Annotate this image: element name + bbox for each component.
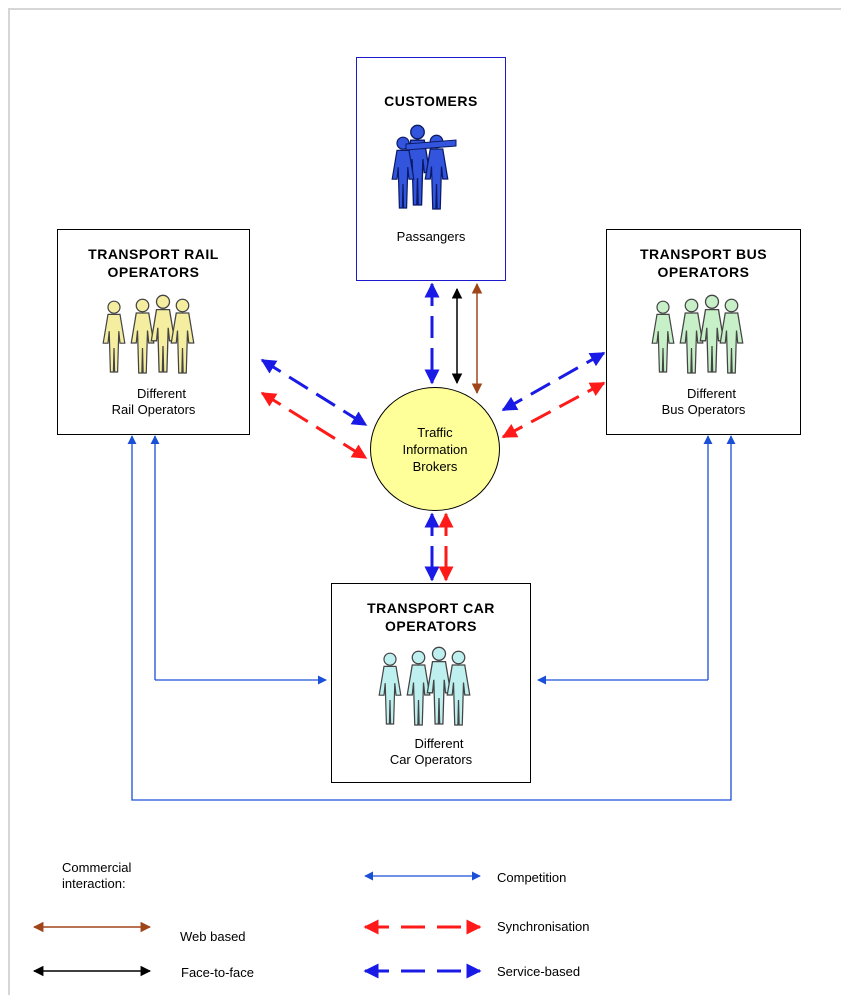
hub-line1: Traffic bbox=[417, 424, 453, 440]
sync-hub-bus bbox=[501, 381, 606, 439]
car-sub-line2: Car Operators bbox=[389, 752, 473, 767]
bus-sub-line1: Different bbox=[687, 386, 736, 401]
bus-title-line1: TRANSPORT BUS bbox=[639, 246, 768, 262]
legend-web-based-label: Web based bbox=[180, 929, 246, 944]
sync-rail-hub bbox=[260, 391, 368, 460]
car-people-icon bbox=[378, 646, 471, 726]
car-title-line1: TRANSPORT CAR bbox=[367, 600, 495, 616]
competition-links bbox=[127, 435, 736, 801]
legend-service-based-label: Service-based bbox=[497, 964, 581, 979]
rail-title-line2: OPERATORS bbox=[107, 264, 200, 280]
service-rail-hub bbox=[260, 358, 368, 427]
diagram-frame bbox=[8, 8, 841, 995]
hub-line3: Brokers bbox=[412, 458, 458, 474]
legend-heading-line1: Commercial bbox=[62, 860, 132, 875]
car-operators-box: TRANSPORT CAR OPERATORS Different Car Op… bbox=[331, 583, 531, 783]
synchronisation-links bbox=[260, 381, 606, 582]
bus-title-line2: OPERATORS bbox=[657, 264, 750, 280]
car-title-line2: OPERATORS bbox=[385, 618, 477, 634]
legend-competition-label: Competition bbox=[497, 870, 567, 885]
rail-title-line1: TRANSPORT RAIL bbox=[88, 246, 219, 262]
rail-operators-box: TRANSPORT RAIL OPERATORS Different Rail … bbox=[57, 229, 250, 435]
service-hub-bus bbox=[501, 351, 606, 412]
car-sub-line1: Different bbox=[414, 736, 464, 751]
bus-sub-line2: Bus Operators bbox=[661, 402, 746, 417]
bus-people-icon bbox=[651, 294, 744, 374]
traffic-information-brokers-node: Traffic Information Brokers bbox=[370, 387, 500, 511]
competition-rail-bus bbox=[127, 435, 736, 801]
hub-line2: Information bbox=[402, 441, 468, 457]
rail-sub-line1: Different bbox=[137, 386, 186, 401]
legend-face-to-face-label: Face-to-face bbox=[181, 965, 254, 980]
legend-heading-line2: interaction: bbox=[62, 876, 126, 891]
customers-people-icon bbox=[391, 124, 457, 210]
bus-operators-box: TRANSPORT BUS OPERATORS Different Bus Op… bbox=[606, 229, 801, 435]
customers-title: CUSTOMERS bbox=[384, 93, 478, 109]
customers-subtitle: Passangers bbox=[396, 229, 466, 244]
rail-sub-line2: Rail Operators bbox=[111, 402, 196, 417]
customers-box: CUSTOMERS Passangers bbox=[356, 57, 506, 281]
legend-synchronisation-label: Synchronisation bbox=[497, 919, 590, 934]
rail-people-icon bbox=[102, 294, 195, 374]
